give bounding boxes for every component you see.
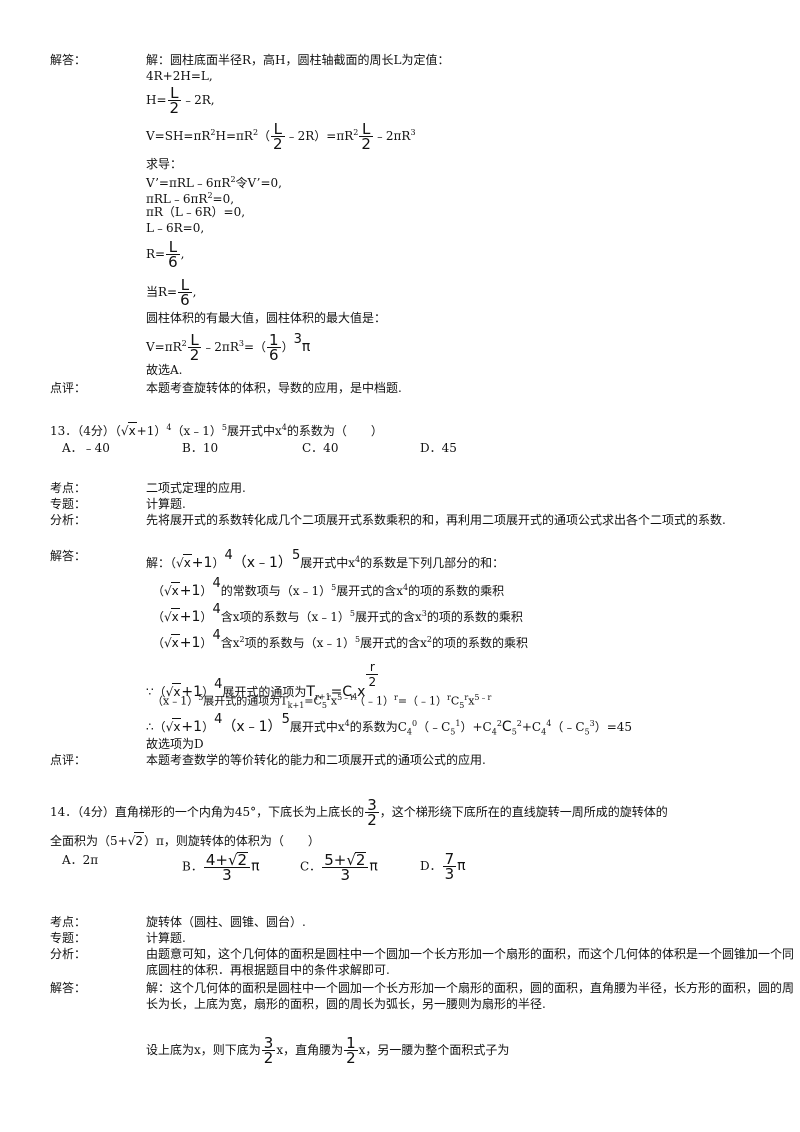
- q12-comment: 本题考查旋转体的体积，导数的应用，是中档题.: [146, 381, 402, 395]
- q13-sol-2: （√x+1）4的常数项与（x﹣1）5展开式的含x4的项的系数的乘积: [152, 576, 505, 599]
- point-label: 考点：: [50, 915, 87, 929]
- q13-analysis: 先将展开式的系数转化成几个二项展开式系数乘积的和，再利用二项展开式的通项公式求出…: [146, 513, 726, 527]
- q13-comment: 本题考查数学的等价转化的能力和二项展开式的通项公式的应用.: [146, 753, 486, 767]
- q14-point: 旋转体（圆柱、圆锥、圆台）.: [146, 915, 306, 929]
- answer-label: 解答：: [50, 549, 87, 563]
- q12-deriv-3: πR（L﹣6R）=0,: [146, 205, 246, 219]
- q13-option-a: A．﹣40: [62, 441, 110, 455]
- q12-seek: 求导：: [146, 157, 183, 171]
- point-label: 考点：: [50, 481, 87, 495]
- q14-title-2: 全面积为（5+√2）π，则旋转体的体积为（ ）: [50, 832, 320, 848]
- comment-label: 点评：: [50, 381, 87, 395]
- topic-label: 专题：: [50, 497, 87, 511]
- topic-label: 专题：: [50, 931, 87, 945]
- q12-line-1: 解：圆柱底面半径R，高H，圆柱轴截面的周长L为定值：: [146, 53, 450, 67]
- q13-sol-3: （√x+1）4含x项的系数与（x﹣1）5展开式的含x3的项的系数的乘积: [152, 602, 523, 625]
- answer-label: 解答：: [50, 53, 87, 67]
- q12-choose: 故选A.: [146, 363, 183, 377]
- q13-sol-7: ∴（√x+1）4（x﹣1）5展开式中x4的系数为C40（﹣C51）+C42C52…: [146, 712, 633, 737]
- q14-answer: 解：这个几何体的面积是圆柱中一个圆加一个长方形加一个扇形的面积，圆的面积，直角腰…: [146, 981, 795, 1011]
- q12-max-text: 圆柱体积的有最大值，圆柱体积的最大值是：: [146, 311, 387, 325]
- q13-topic: 计算题.: [146, 497, 186, 511]
- q13-option-d: D．45: [420, 441, 457, 455]
- analysis-label: 分析：: [50, 513, 87, 527]
- q13-sol-4: （√x+1）4含x2项的系数与（x﹣1）5展开式的含x2的项的系数的乘积: [152, 628, 528, 651]
- q12-deriv-4: L﹣6R=0,: [146, 221, 205, 235]
- comment-label: 点评：: [50, 753, 87, 767]
- q12-line-2: 4R+2H=L,: [146, 69, 213, 83]
- q12-deriv-1: V’=πRL﹣6πR2令V’=0,: [146, 175, 282, 190]
- q14-analysis: 由题意可知，这个几何体的面积是圆柱中一个圆加一个长方形加一个扇形的面积，而这个几…: [146, 947, 795, 977]
- q13-option-c: C．40: [302, 441, 339, 455]
- q14-option-a: A．2π: [62, 853, 99, 867]
- q13-option-b: B．10: [182, 441, 219, 455]
- q13-title: 13．（4分）（√x+1）4（x﹣1）5展开式中x4的系数为（ ）: [50, 422, 383, 438]
- q12-deriv-2: πRL﹣6πR2=0,: [146, 191, 235, 206]
- analysis-label: 分析：: [50, 947, 87, 961]
- q13-sol-1: 解：（√x+1）4（x﹣1）5展开式中x4的系数是下列几部分的和：: [146, 548, 505, 571]
- answer-label: 解答：: [50, 981, 87, 995]
- q13-sol-6: （x﹣1）5展开式的通项为Tk+1=C5rx5﹣r（﹣1）r=（﹣1）rC5rx…: [152, 693, 492, 710]
- q13-choose: 故选项为D: [146, 737, 204, 751]
- q13-point: 二项式定理的应用.: [146, 481, 246, 495]
- q14-topic: 计算题.: [146, 931, 186, 945]
